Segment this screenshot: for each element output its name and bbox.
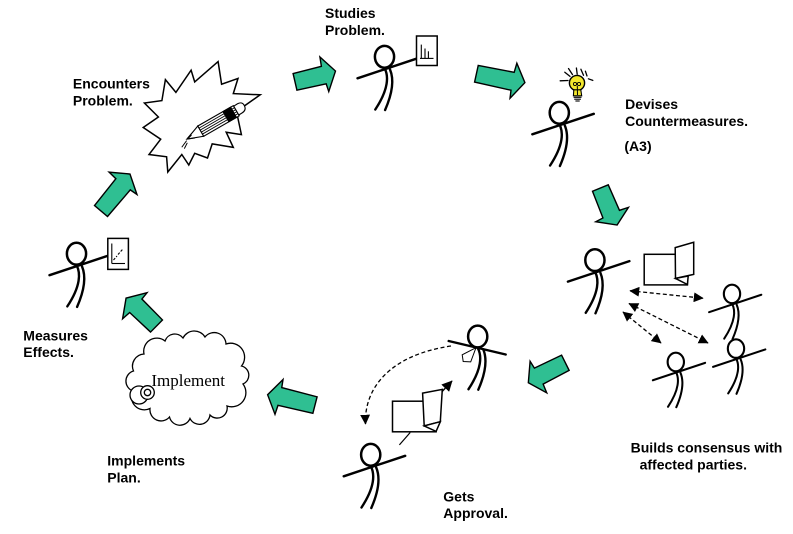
svg-text:Measures: Measures — [23, 328, 88, 344]
svg-text:Implements: Implements — [107, 453, 185, 469]
svg-text:Gets: Gets — [443, 488, 474, 504]
svg-text:(A3): (A3) — [624, 138, 651, 154]
svg-text:Problem.: Problem. — [325, 22, 385, 38]
svg-text:Implement: Implement — [151, 371, 225, 390]
svg-text:Countermeasures.: Countermeasures. — [625, 113, 748, 129]
svg-text:Encounters: Encounters — [73, 75, 150, 91]
svg-text:Devises: Devises — [625, 96, 678, 112]
svg-text:affected parties.: affected parties. — [640, 457, 747, 473]
svg-text:Effects.: Effects. — [23, 344, 74, 360]
svg-text:Builds consensus with: Builds consensus with — [631, 439, 783, 455]
svg-text:Studies: Studies — [325, 5, 376, 21]
svg-text:Problem.: Problem. — [73, 93, 133, 109]
svg-text:Approval.: Approval. — [443, 505, 508, 521]
svg-text:Plan.: Plan. — [107, 470, 140, 486]
